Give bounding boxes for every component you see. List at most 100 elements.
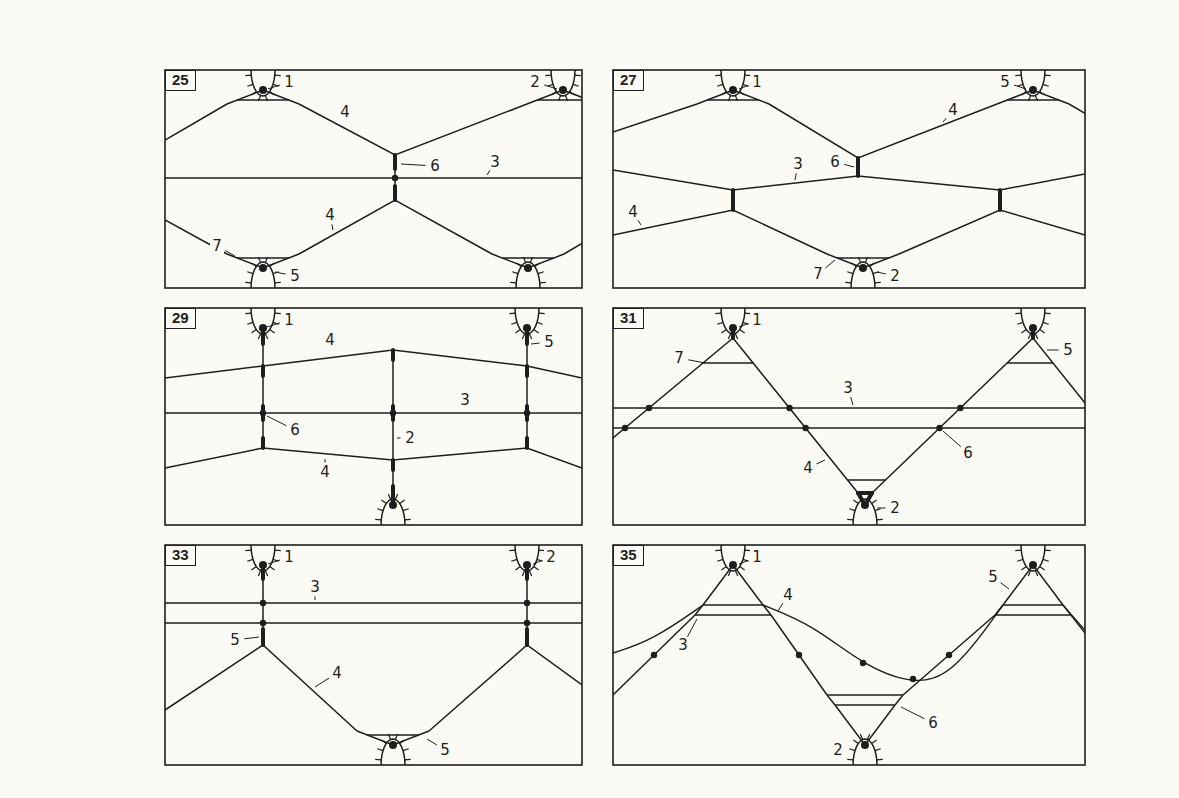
rock-hatch [1021,330,1026,333]
chain-shackle [998,190,1002,210]
callout-number: 2 [888,269,902,284]
callout-number: 2 [888,501,902,516]
leader-line [225,251,235,256]
rock-hatch [275,74,281,76]
callout-number: 6 [961,446,975,461]
panel-drawing [613,308,1113,525]
joint-dot [910,676,916,682]
joint-dot [646,405,652,411]
callout-number: 7 [210,239,224,254]
rock-hatch [247,559,253,561]
rock-hatch [740,330,745,333]
mooring-line [564,230,582,254]
rock-hatch [872,740,877,743]
mooring-line [697,90,769,104]
rock-hatch [388,494,390,500]
bollard-outline [851,262,875,288]
panel-number: 35 [620,546,637,563]
joint-dot [651,652,657,658]
joint-dot [260,410,266,416]
callout-number: 2 [528,75,542,90]
mooring-line [703,565,763,605]
joint-dot [802,425,808,431]
callout-number: 6 [926,716,940,731]
leader-line [1014,85,1026,89]
chain-shackle [525,567,529,579]
mooring-line [903,615,995,695]
leader-line [688,360,705,363]
rock-hatch [245,312,251,314]
mooring-line [227,254,299,268]
rock-hatch [509,312,515,314]
leader-line [332,224,333,230]
leader-line [1047,350,1059,351]
panel-frame [165,308,582,525]
bollard-outline [721,545,745,571]
mooring-line [1003,604,1063,606]
panel-number: 31 [620,309,637,326]
callout-number: 5 [986,570,1000,585]
callout-number: 5 [288,269,302,284]
leader-line [275,272,286,274]
callout-number: 5 [1061,343,1075,358]
callout-number: 2 [831,743,845,758]
mooring-line [165,220,227,254]
mooring-line [165,602,582,604]
mooring-line [895,695,903,705]
joint-dot [936,425,942,431]
rock-hatch [258,571,260,577]
callout-number: 2 [544,550,558,565]
rock-hatch [258,334,260,340]
rock-hatch [1043,84,1049,86]
rock-hatch [721,567,726,570]
rock-hatch [735,334,737,340]
leader-line [877,272,886,274]
bollard-outline [1021,545,1045,571]
mooring-line [165,448,582,468]
mooring-line [835,704,895,706]
leader-line [544,85,557,89]
callout-number: 6 [288,423,302,438]
leader-line [1001,583,1009,589]
leader-line [901,707,925,719]
panel-number-box: 29 [165,308,196,329]
callout-number: 7 [811,267,825,282]
mooring-line [771,615,827,695]
rock-hatch [245,282,251,284]
callout-number: 5 [998,75,1012,90]
chain-shackle [525,366,529,376]
mooring-line [537,99,582,101]
mooring-line [367,734,419,736]
mooring-line [837,257,889,259]
panel-number-box: 33 [165,545,196,566]
rock-hatch [251,567,256,570]
callout-number: 1 [282,550,296,565]
rock-hatch [247,84,253,86]
callout-number: 3 [458,393,472,408]
callout-number: 4 [318,465,332,480]
chain-shackle [261,567,265,579]
callout-number: 5 [438,743,452,758]
panel-number: 27 [620,71,637,88]
rock-hatch [1045,74,1051,76]
panel-drawing [165,70,635,288]
rock-hatch [573,84,579,86]
rock-hatch [515,567,520,570]
rock-hatch [540,282,546,284]
joint-dot [786,405,792,411]
panel-drawing [613,545,1133,765]
panel-frame [165,70,582,288]
chain-shackle [731,190,735,210]
mooring-line [227,90,299,104]
mooring-line [613,615,695,695]
mooring-line [299,200,492,254]
callout-number: 2 [403,431,417,446]
panel-number: 25 [172,71,189,88]
rock-hatch [1015,74,1021,76]
joint-dot [524,410,530,416]
mooring-line [613,338,858,493]
chain-shackle [261,629,265,645]
bollard-outline [1021,70,1045,96]
rock-hatch [717,322,723,324]
